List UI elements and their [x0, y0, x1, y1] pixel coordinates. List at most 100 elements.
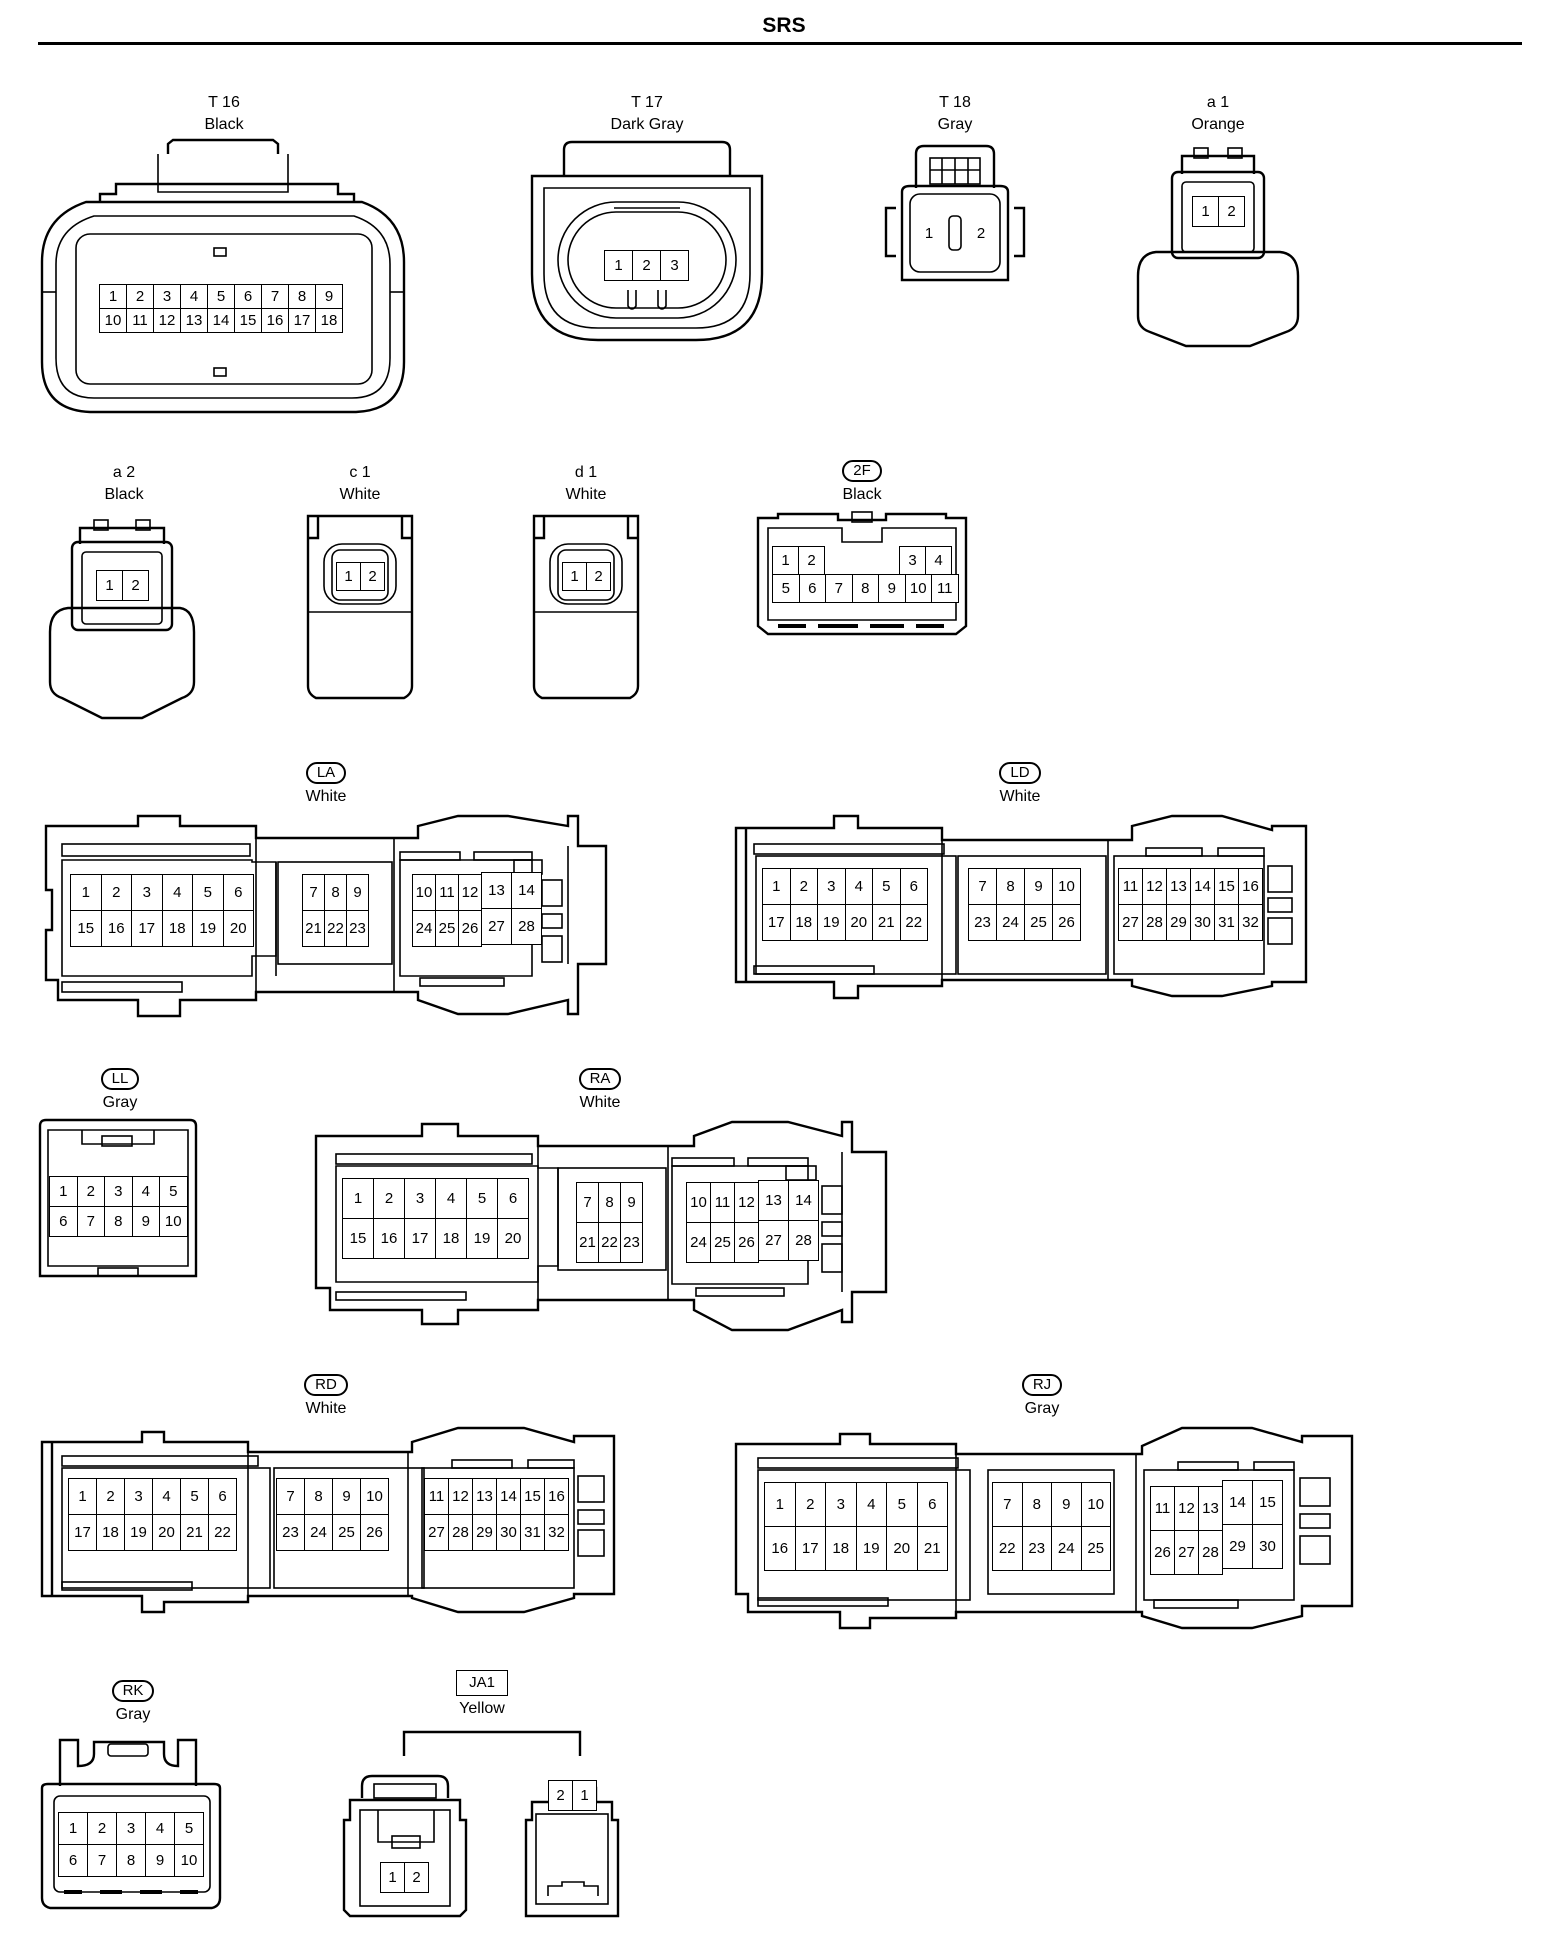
pin: 4: [925, 546, 952, 575]
connector-color: Dark Gray: [610, 116, 684, 133]
pin: 10: [412, 874, 436, 911]
pin: 22: [899, 904, 928, 941]
pin: 30: [496, 1514, 521, 1551]
pin: 1: [914, 218, 944, 248]
pin: 19: [192, 910, 224, 947]
pin: 6: [49, 1206, 78, 1237]
pin: 6: [899, 868, 928, 905]
pin: 1: [99, 284, 127, 309]
pin: 26: [1052, 904, 1081, 941]
connector-color: Gray: [1024, 1400, 1060, 1417]
pin: 3: [899, 546, 926, 575]
pin: 14: [496, 1478, 521, 1515]
connector-color: White: [305, 1400, 347, 1417]
pin: 16: [544, 1478, 569, 1515]
pin: 5: [174, 1812, 204, 1845]
pin: 32: [1238, 904, 1263, 941]
pin: 8: [116, 1844, 146, 1877]
connector-code: RD: [304, 1374, 348, 1396]
pin: 17: [131, 910, 163, 947]
pin: 11: [126, 308, 154, 333]
pin: 22: [598, 1222, 621, 1263]
pin: 1: [96, 570, 123, 601]
pin: 11: [1118, 868, 1143, 905]
connector-code: RJ: [1021, 1374, 1063, 1396]
pin: 24: [686, 1222, 711, 1263]
pin: 7: [576, 1182, 599, 1223]
connector-housing: [306, 514, 414, 700]
pin: 6: [798, 574, 826, 603]
pin: 2: [798, 546, 825, 575]
connector-code: RA: [578, 1068, 622, 1090]
pin: 7: [76, 1206, 105, 1237]
pin: 15: [520, 1478, 545, 1515]
connector-header: T 16 Black: [164, 94, 284, 134]
pin: 7: [261, 284, 289, 309]
pin: 21: [576, 1222, 599, 1263]
pin: 12: [734, 1182, 759, 1223]
connector-code: RK: [111, 1680, 155, 1702]
pin: 18: [315, 308, 343, 333]
pin: 8: [304, 1478, 333, 1515]
pin: 10: [174, 1844, 204, 1877]
connector-header: c 1 White: [310, 464, 410, 504]
pin: 1: [49, 1176, 78, 1207]
pin: 2: [548, 1780, 573, 1811]
pin: 14: [207, 308, 235, 333]
pin: 24: [996, 904, 1025, 941]
pin: 4: [844, 868, 873, 905]
pin: 28: [511, 908, 542, 945]
connector-color: Gray: [937, 116, 973, 133]
pin: 6: [222, 874, 254, 911]
pin: 27: [1118, 904, 1143, 941]
pin: 10: [99, 308, 127, 333]
pin: 5: [772, 574, 800, 603]
pin: 16: [1238, 868, 1263, 905]
pin: 26: [734, 1222, 759, 1263]
pin: 17: [288, 308, 316, 333]
pin: 15: [1252, 1480, 1283, 1525]
pin: 4: [435, 1178, 467, 1219]
pin: 4: [131, 1176, 160, 1207]
pin: 4: [152, 1478, 181, 1515]
pin: 8: [598, 1182, 621, 1223]
pin: 1: [1192, 196, 1219, 227]
pin: 12: [1174, 1486, 1199, 1531]
pin: 8: [288, 284, 316, 309]
pin: 24: [412, 910, 436, 947]
pin: 24: [1051, 1526, 1082, 1571]
pin: 11: [435, 874, 459, 911]
pin: 19: [124, 1514, 153, 1551]
pin: 9: [1051, 1482, 1082, 1527]
pin: 2: [87, 1812, 117, 1845]
connector-code: a 2: [112, 464, 136, 481]
pin: 3: [153, 284, 181, 309]
connector-code: T 16: [208, 94, 240, 111]
pin: 7: [825, 574, 853, 603]
pin: 1: [380, 1862, 405, 1893]
pin: 12: [448, 1478, 473, 1515]
connector-housing: [734, 814, 1308, 1000]
pin: 3: [116, 1812, 146, 1845]
pin: 4: [180, 284, 208, 309]
pin: 8: [996, 868, 1025, 905]
pin: 4: [145, 1812, 175, 1845]
pin: 7: [992, 1482, 1023, 1527]
pin: 13: [758, 1180, 789, 1221]
pin: 17: [68, 1514, 97, 1551]
pin: 30: [1190, 904, 1215, 941]
pin: 2: [632, 250, 661, 281]
pin: 10: [159, 1206, 188, 1237]
pin: 3: [124, 1478, 153, 1515]
